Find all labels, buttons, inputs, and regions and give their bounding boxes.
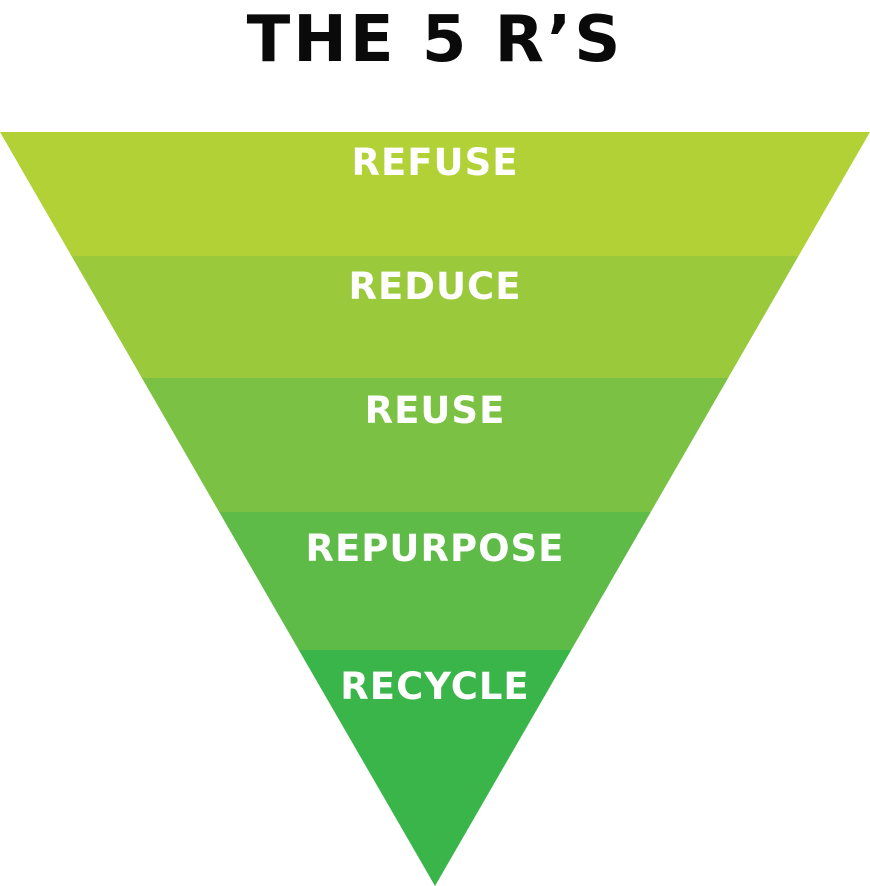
level-repurpose: REPURPOSE bbox=[219, 512, 651, 650]
level-band bbox=[71, 256, 799, 378]
level-band bbox=[219, 512, 651, 650]
level-label: REUSE bbox=[365, 389, 506, 432]
level-band bbox=[141, 378, 729, 512]
level-reduce: REDUCE bbox=[71, 256, 799, 378]
level-label: REFUSE bbox=[351, 141, 518, 184]
level-reuse: REUSE bbox=[141, 378, 729, 512]
level-recycle: RECYCLE bbox=[298, 650, 572, 886]
level-refuse: REFUSE bbox=[0, 132, 870, 256]
page-title: THE 5 R’S bbox=[246, 3, 624, 77]
level-label: REDUCE bbox=[349, 265, 522, 308]
level-label: RECYCLE bbox=[340, 665, 529, 708]
level-label: REPURPOSE bbox=[306, 527, 565, 570]
level-band bbox=[0, 132, 870, 256]
level-band bbox=[298, 650, 572, 886]
